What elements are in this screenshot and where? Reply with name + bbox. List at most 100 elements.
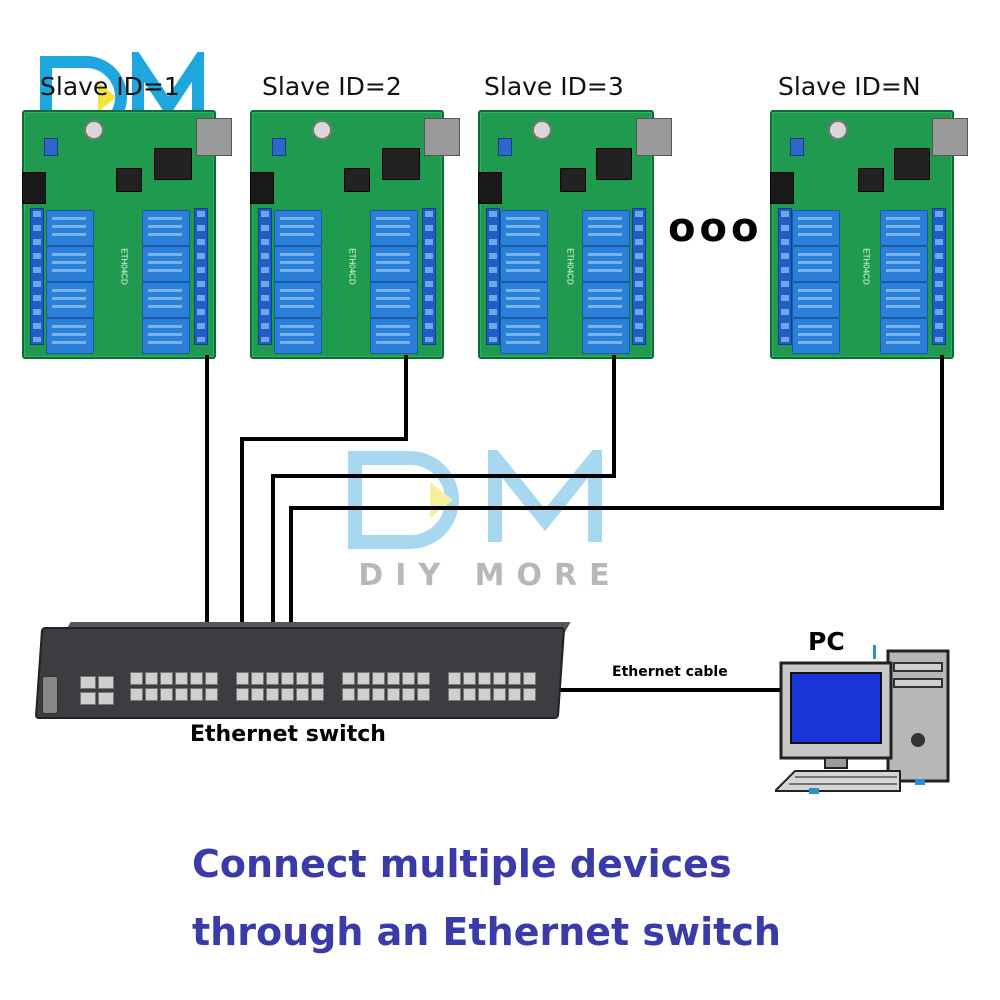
power-jack — [478, 172, 502, 204]
pc-label: PC — [808, 627, 845, 656]
relay — [500, 282, 548, 318]
chip — [560, 168, 586, 192]
port-group-2 — [236, 672, 324, 701]
relay — [274, 210, 322, 246]
terminal-strip-right — [194, 208, 208, 345]
relay — [792, 318, 840, 354]
relay — [582, 210, 630, 246]
switch-label: Ethernet switch — [190, 722, 386, 747]
chip — [596, 148, 632, 180]
potentiometer — [44, 138, 58, 156]
relay — [274, 246, 322, 282]
capacitor — [84, 120, 104, 140]
ethernet-cable-n — [289, 506, 293, 677]
relay-board-2: ETH04CD — [250, 110, 460, 359]
chip — [894, 148, 930, 180]
chip — [154, 148, 192, 180]
potentiometer — [498, 138, 512, 156]
slave-label-n: Slave ID=N — [778, 72, 921, 101]
ethernet-port — [932, 118, 968, 156]
relay — [582, 246, 630, 282]
relay — [370, 246, 418, 282]
terminal-strip-right — [632, 208, 646, 345]
power-jack — [250, 172, 274, 204]
chip — [116, 168, 142, 192]
power-jack — [770, 172, 794, 204]
caption-line-2: through an Ethernet switch — [192, 910, 781, 954]
slave-label-2: Slave ID=2 — [262, 72, 402, 101]
relay — [792, 246, 840, 282]
ethernet-port — [636, 118, 672, 156]
relay — [46, 210, 94, 246]
relay — [46, 246, 94, 282]
ethernet-cable-n — [940, 355, 944, 510]
caption-line-1: Connect multiple devices — [192, 842, 732, 886]
relay — [500, 318, 548, 354]
board-silkscreen: ETH04CD — [565, 248, 575, 285]
board-silkscreen: ETH04CD — [347, 248, 357, 285]
watermark-brand-center: DIY MORE — [358, 558, 622, 593]
relay-board-3: ETH04CD — [478, 110, 672, 359]
computer-icon — [775, 645, 950, 794]
terminal-strip-left — [258, 208, 272, 345]
relay-board-1: ETH04CD — [22, 110, 232, 359]
capacitor — [828, 120, 848, 140]
relay — [142, 210, 190, 246]
capacitor — [312, 120, 332, 140]
board-silkscreen: ETH04CD — [119, 248, 129, 285]
slave-label-1: Slave ID=1 — [40, 72, 180, 101]
relay — [880, 282, 928, 318]
watermark-logo-center: DIY MORE — [345, 438, 635, 600]
relay — [792, 210, 840, 246]
port-group-4 — [448, 672, 536, 701]
relay — [46, 282, 94, 318]
chip — [858, 168, 884, 192]
ethernet-cable-1 — [205, 355, 209, 677]
relay — [880, 246, 928, 282]
relay-board-n: ETH04CD — [770, 110, 968, 359]
ethernet-cable-3 — [271, 474, 616, 478]
relay — [142, 318, 190, 354]
relay — [142, 282, 190, 318]
port-group-1 — [130, 672, 218, 701]
relay — [500, 210, 548, 246]
uplink-ports — [80, 676, 114, 705]
console-port — [42, 676, 58, 714]
relay — [582, 282, 630, 318]
relay — [792, 282, 840, 318]
terminal-strip-right — [422, 208, 436, 345]
relay — [582, 318, 630, 354]
ethernet-cable-2 — [240, 437, 408, 441]
power-jack — [22, 172, 46, 204]
ethernet-cable-pc — [558, 688, 786, 692]
relay — [46, 318, 94, 354]
slave-label-3: Slave ID=3 — [484, 72, 624, 101]
relay — [370, 282, 418, 318]
relay — [274, 318, 322, 354]
relay — [142, 246, 190, 282]
relay — [370, 210, 418, 246]
relay — [880, 210, 928, 246]
ethernet-port — [196, 118, 232, 156]
ethernet-cable-2 — [240, 437, 244, 677]
port-group-3 — [342, 672, 430, 701]
chip — [382, 148, 420, 180]
potentiometer — [790, 138, 804, 156]
cable-label: Ethernet cable — [612, 664, 728, 680]
ethernet-cable-3 — [271, 474, 275, 677]
ethernet-port — [424, 118, 460, 156]
ethernet-cable-2 — [404, 355, 408, 440]
terminal-strip-left — [30, 208, 44, 345]
relay — [274, 282, 322, 318]
chip — [344, 168, 370, 192]
terminal-strip-left — [486, 208, 500, 345]
ethernet-cable-n — [289, 506, 944, 510]
potentiometer — [272, 138, 286, 156]
capacitor — [532, 120, 552, 140]
dm-logo-icon — [348, 438, 602, 549]
more-devices-ellipsis: ooo — [668, 205, 763, 251]
relay — [500, 246, 548, 282]
terminal-strip-right — [932, 208, 946, 345]
relay — [880, 318, 928, 354]
ethernet-cable-3 — [612, 355, 616, 477]
